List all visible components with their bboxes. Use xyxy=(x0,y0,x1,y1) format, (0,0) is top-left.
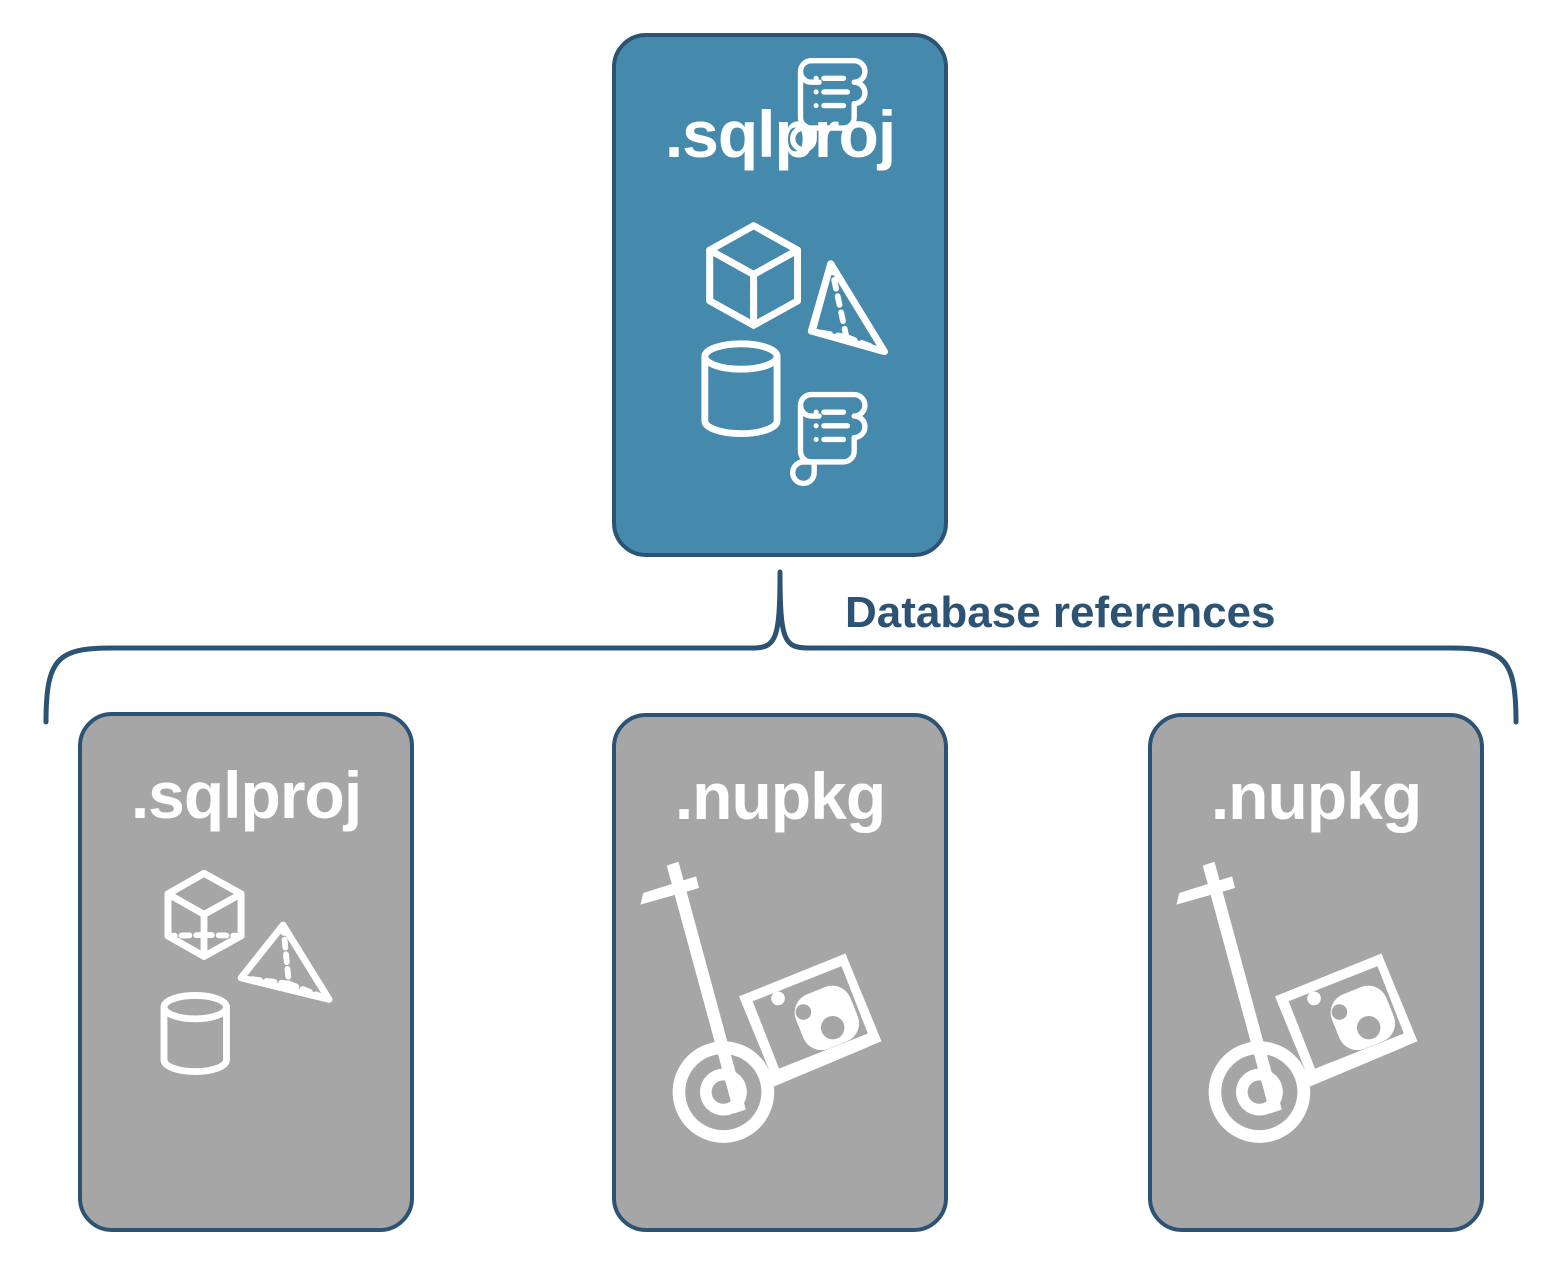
root-sqlproj-node[interactable]: .sqlproj xyxy=(612,33,948,557)
cube-icon xyxy=(706,222,801,329)
pyramid-icon xyxy=(807,260,888,356)
referenced-nupkg-label-1: .nupkg xyxy=(674,759,886,833)
cylinder-icon xyxy=(160,992,230,1075)
hand-truck-package-icon xyxy=(1176,861,1418,1143)
referenced-nupkg-label-2: .nupkg xyxy=(1210,759,1422,833)
hand-truck-package-icon xyxy=(640,861,882,1143)
cube-icon-edges xyxy=(706,222,801,329)
cube-icon xyxy=(164,869,245,960)
referenced-sqlproj-label: .sqlproj xyxy=(130,758,362,832)
referenced-sqlproj-node[interactable]: .sqlproj xyxy=(78,712,414,1232)
database-references-label: Database references xyxy=(845,588,1276,637)
script-scroll-icon xyxy=(790,391,868,487)
root-sqlproj-label: .sqlproj xyxy=(664,97,896,171)
referenced-nupkg-node-1[interactable]: .nupkg xyxy=(612,713,948,1232)
pyramid-icon xyxy=(237,921,333,1003)
cylinder-icon xyxy=(701,340,781,438)
referenced-nupkg-node-2[interactable]: .nupkg xyxy=(1148,713,1484,1232)
